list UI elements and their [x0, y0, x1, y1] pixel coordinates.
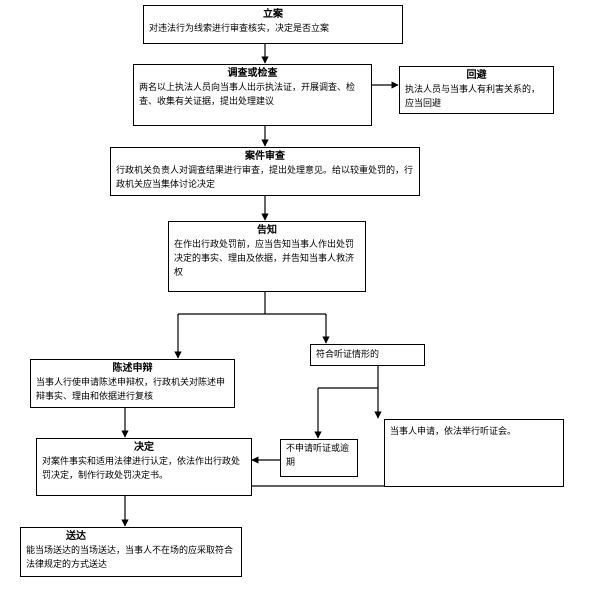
node-tingzheng-text: 符合听证情形的: [316, 350, 380, 360]
node-bushenqing: 不申请听证或逾期: [280, 439, 358, 477]
node-jueding: 决定 对案件事实和适用法律进行认定，依法作出行政处罚决定，制作行政处罚决定书。: [36, 438, 252, 496]
node-bushenqing-text: 不申请听证或逾期: [286, 444, 350, 468]
node-shencha: 案件审查 行政机关负责人对调查结果进行审查，提出处理意见。给以较重处罚的，行政机…: [110, 147, 420, 196]
node-diaocha: 调查或检查 两名以上执法人员向当事人出示执法证，开展调查、检查、收集有关证据，提…: [133, 64, 372, 126]
node-lian: 立案 对违法行为线索进行审查核实，决定是否立案: [143, 5, 403, 44]
node-jueding-title: 决定: [134, 442, 154, 453]
node-lian-title: 立案: [263, 9, 283, 20]
node-gaozhi-title: 告知: [257, 225, 277, 236]
node-chenshu-text: 当事人行使申请陈述申辩权，行政机关对陈述申辩事实、理由和依据进行复核: [36, 378, 226, 402]
node-huibi-title: 回避: [466, 70, 487, 81]
node-huibi: 回避 执法人员与当事人有利害关系的，应当回避: [399, 66, 554, 114]
node-jueding-text: 对案件事实和适用法律进行认定，依法作出行政处罚决定，制作行政处罚决定书。: [42, 457, 241, 481]
node-tingzheng: 符合听证情形的: [310, 344, 425, 366]
node-chenshu: 陈述申辩 当事人行使申请陈述申辩权，行政机关对陈述申辩事实、理由和依据进行复核: [30, 359, 235, 408]
node-gaozhi-text: 在作出行政处罚前，应当告知当事人作出处罚决定的事实、理由及依据，并告知当事人救济…: [174, 240, 355, 278]
node-chenshu-title: 陈述申辩: [112, 363, 153, 374]
node-songda-title: 送达: [66, 531, 86, 542]
node-diaocha-text: 两名以上执法人员向当事人出示执法证，开展调查、检查、收集有关证据，提出处理建议: [139, 83, 356, 107]
node-lian-text: 对违法行为线索进行审查核实，决定是否立案: [149, 24, 330, 34]
node-shencha-text: 行政机关负责人对调查结果进行审查，提出处理意见。给以较重处罚的，行政机关应当集体…: [116, 166, 414, 190]
node-huibi-text: 执法人员与当事人有利害关系的，应当回避: [405, 85, 541, 109]
node-shenqing-text: 当事人申请，依法举行听证会。: [390, 427, 517, 437]
node-songda-text: 能当场送达的当场送达，当事人不在场的应采取符合法律规定的方式送达: [26, 546, 234, 570]
node-diaocha-title: 调查或检查: [227, 68, 278, 79]
node-gaozhi: 告知 在作出行政处罚前，应当告知当事人作出处罚决定的事实、理由及依据，并告知当事…: [168, 221, 366, 292]
node-shenqing: 当事人申请，依法举行听证会。: [384, 419, 564, 487]
node-shencha-title: 案件审查: [245, 151, 285, 162]
node-songda: 送达 能当场送达的当场送达，当事人不在场的应采取符合法律规定的方式送达: [20, 527, 242, 577]
